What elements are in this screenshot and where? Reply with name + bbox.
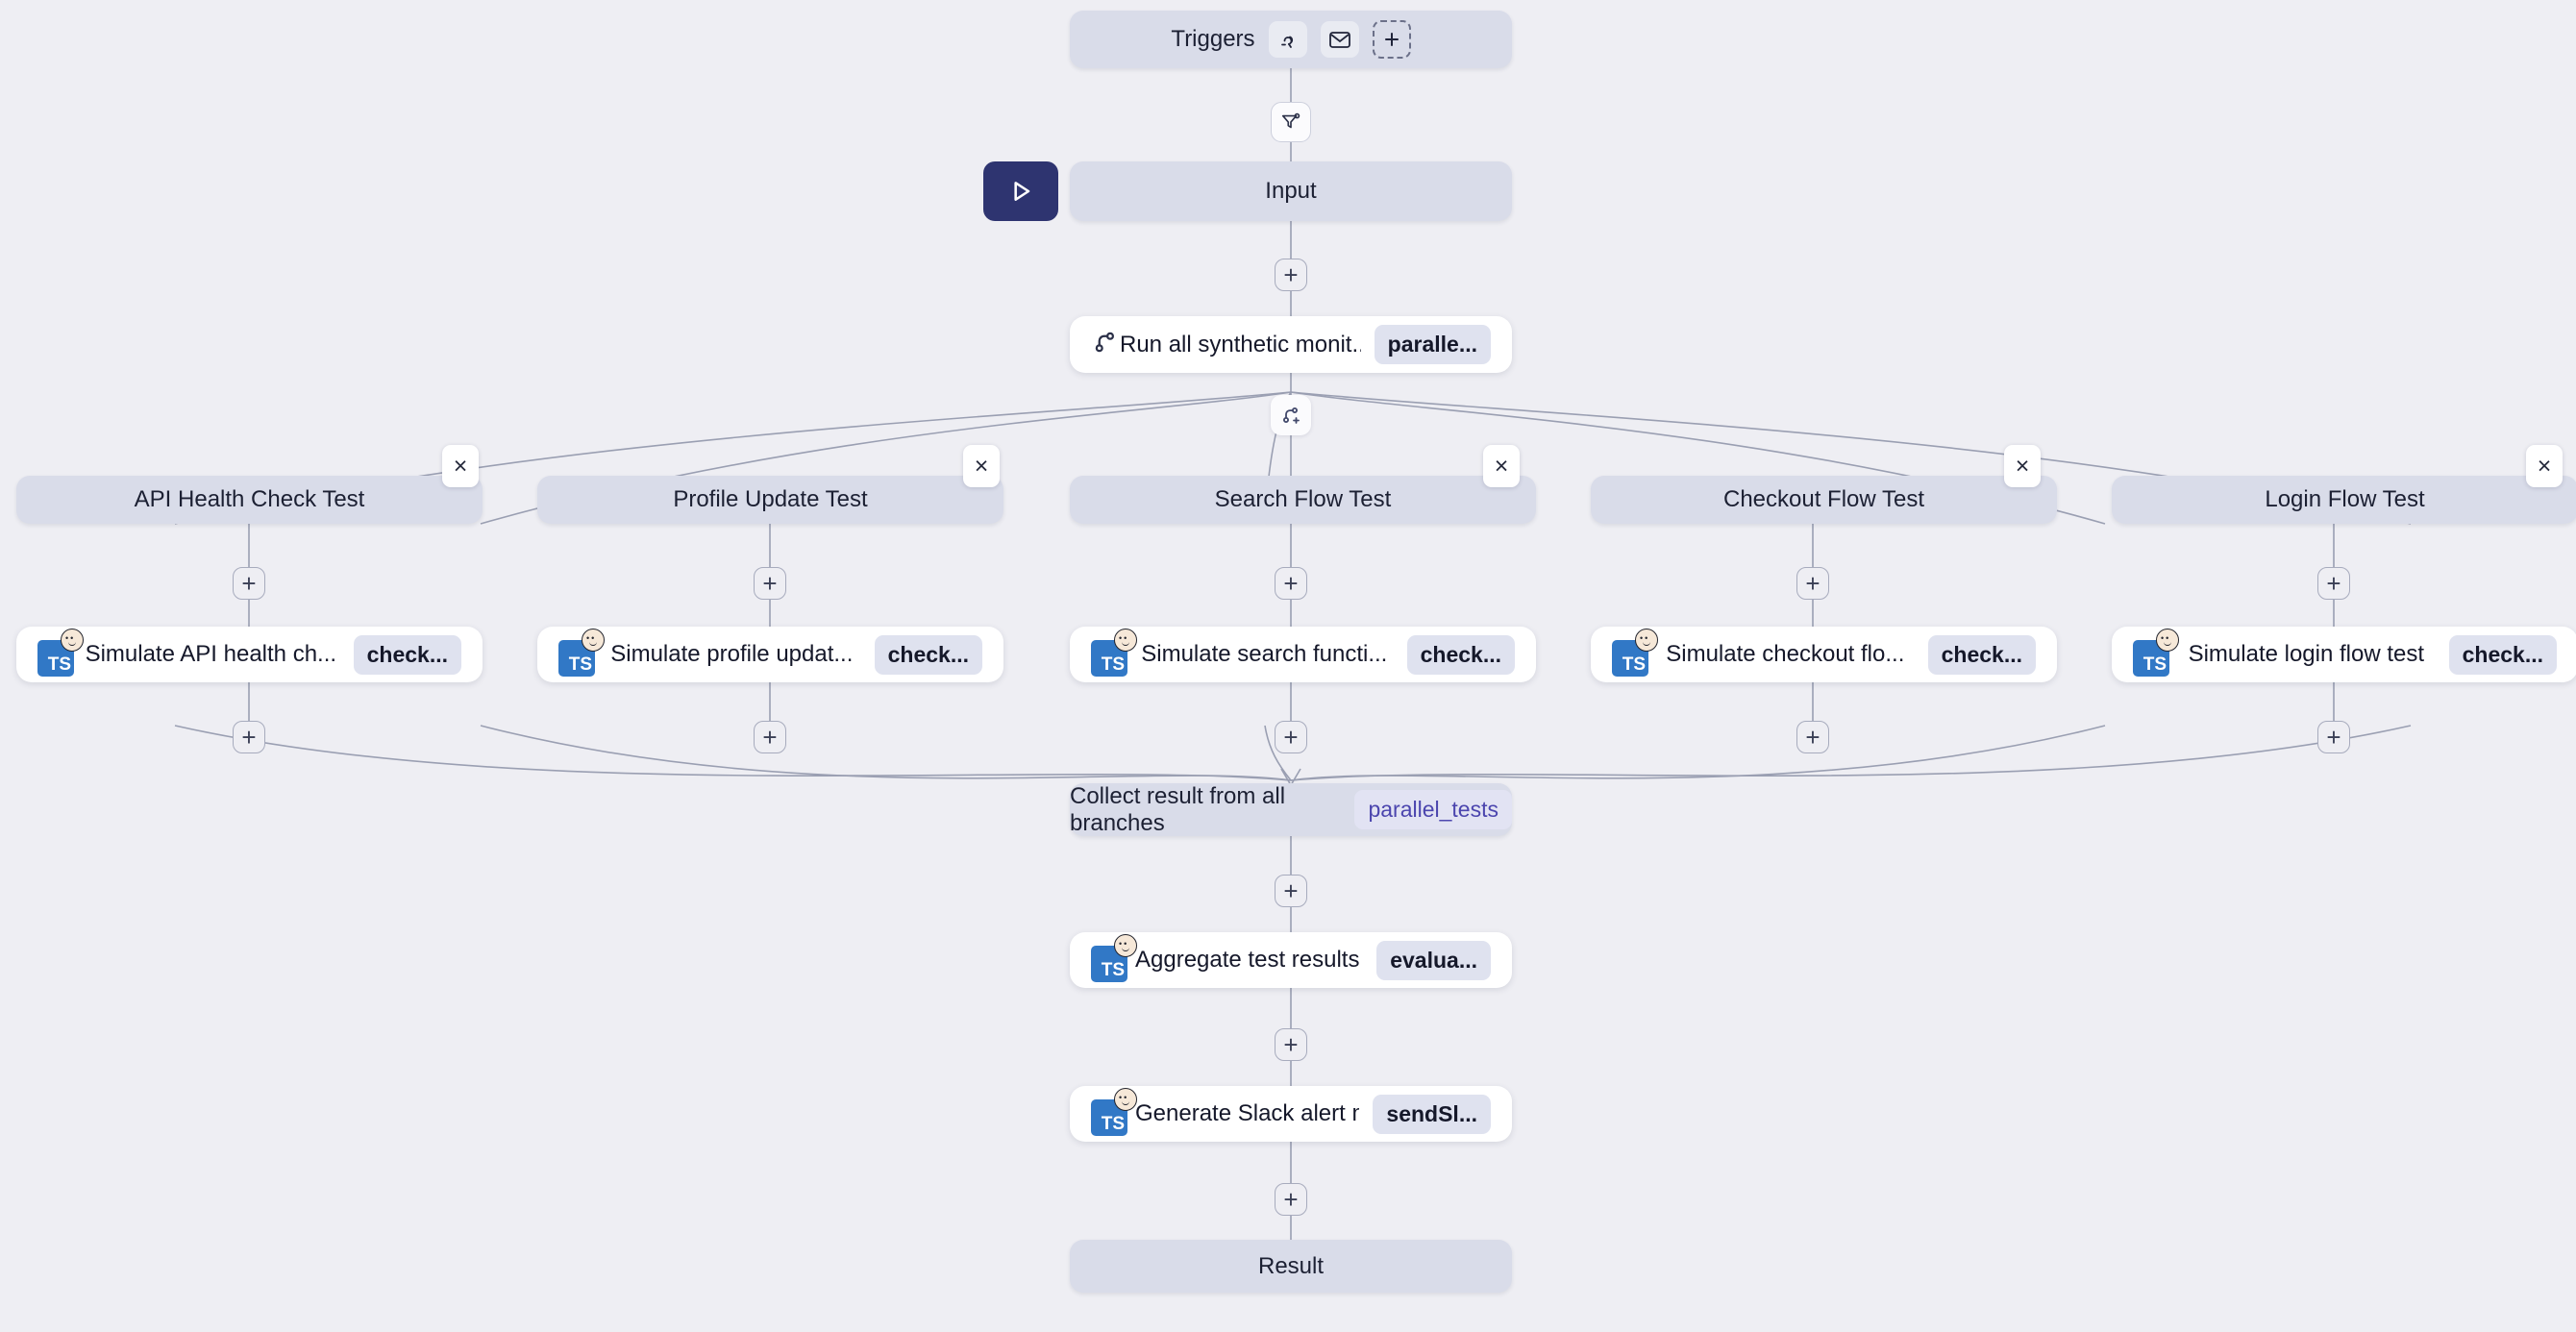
- webhook-icon[interactable]: [1268, 21, 1307, 58]
- branch-title: Search Flow Test: [1214, 486, 1392, 512]
- step-label: Simulate login flow test: [2188, 641, 2425, 667]
- branch-close-button[interactable]: ×: [442, 445, 479, 487]
- step-card-simulate-search-function[interactable]: TS Simulate search functi... check...: [1070, 627, 1536, 682]
- filter-settings-icon[interactable]: [1271, 102, 1311, 142]
- add-trigger-button[interactable]: [1372, 20, 1411, 59]
- step-label: Aggregate test results ...: [1135, 947, 1364, 973]
- step-card-simulate-checkout-flow[interactable]: TS Simulate checkout flo... check...: [1591, 627, 2057, 682]
- branch-title: Login Flow Test: [2265, 486, 2425, 512]
- input-label: Input: [1265, 178, 1317, 204]
- add-step-branch-4-bottom[interactable]: +: [1796, 721, 1829, 753]
- branch-title: API Health Check Test: [134, 486, 365, 512]
- triggers-node[interactable]: Triggers: [1070, 11, 1512, 68]
- step-label: Simulate search functi...: [1141, 641, 1388, 667]
- add-step-branch-3[interactable]: +: [1275, 567, 1307, 600]
- step-badge[interactable]: check...: [2448, 634, 2557, 675]
- collect-results-node[interactable]: Collect result from all branches paralle…: [1070, 783, 1512, 836]
- branch-close-button[interactable]: ×: [963, 445, 1000, 487]
- git-branch-icon: [1091, 328, 1120, 361]
- step-card-simulate-api-health-check[interactable]: TS Simulate API health ch... check...: [16, 627, 483, 682]
- add-step-after-aggregate[interactable]: +: [1275, 1028, 1307, 1061]
- typescript-icon: TS: [1091, 1088, 1137, 1136]
- step-badge[interactable]: evalua...: [1376, 940, 1491, 980]
- step-label: Simulate profile updat...: [610, 641, 854, 667]
- step-label: Simulate checkout flo...: [1666, 641, 1905, 667]
- typescript-icon: TS: [1091, 934, 1137, 982]
- result-node[interactable]: Result: [1070, 1240, 1512, 1293]
- parallel-branch-badge[interactable]: paralle...: [1374, 325, 1491, 364]
- branch-plus-icon[interactable]: [1271, 395, 1311, 435]
- step-card-simulate-profile-update[interactable]: TS Simulate profile updat... check...: [537, 627, 1003, 682]
- branch-header-search-flow-test[interactable]: Search Flow Test: [1070, 476, 1536, 524]
- collect-label: Collect result from all branches: [1070, 782, 1286, 836]
- step-label: Generate Slack alert m...: [1135, 1100, 1359, 1126]
- input-node[interactable]: Input: [1070, 161, 1512, 221]
- add-step-after-slack[interactable]: +: [1275, 1183, 1307, 1216]
- add-step-branch-2[interactable]: +: [754, 567, 786, 600]
- add-step-branch-5-bottom[interactable]: +: [2317, 721, 2350, 753]
- branch-close-button[interactable]: ×: [1483, 445, 1520, 487]
- add-step-branch-2-bottom[interactable]: +: [754, 721, 786, 753]
- parallel-branch-label: Run all synthetic monit...: [1120, 331, 1361, 358]
- step-badge[interactable]: sendSl...: [1373, 1094, 1491, 1134]
- run-workflow-button[interactable]: [983, 161, 1058, 221]
- typescript-icon: TS: [37, 629, 84, 677]
- branch-close-button[interactable]: ×: [2526, 445, 2563, 487]
- add-step-branch-3-bottom[interactable]: +: [1275, 721, 1307, 753]
- step-card-aggregate-test-results[interactable]: TS Aggregate test results ... evalua...: [1070, 932, 1512, 988]
- add-step-branch-4[interactable]: +: [1796, 567, 1829, 600]
- step-label: Simulate API health ch...: [85, 641, 337, 667]
- mail-icon[interactable]: [1320, 21, 1359, 58]
- step-card-generate-slack-alert[interactable]: TS Generate Slack alert m... sendSl...: [1070, 1086, 1512, 1142]
- parallel-branch-node[interactable]: Run all synthetic monit... paralle...: [1070, 316, 1512, 373]
- branch-title: Checkout Flow Test: [1723, 486, 1924, 512]
- branch-header-profile-update-test[interactable]: Profile Update Test: [537, 476, 1003, 524]
- branch-header-checkout-flow-test[interactable]: Checkout Flow Test: [1591, 476, 2057, 524]
- add-step-branch-5[interactable]: +: [2317, 567, 2350, 600]
- typescript-icon: TS: [1091, 629, 1137, 677]
- typescript-icon: TS: [1612, 629, 1658, 677]
- branch-header-login-flow-test[interactable]: Login Flow Test: [2112, 476, 2576, 524]
- branch-close-button[interactable]: ×: [2004, 445, 2041, 487]
- branch-title: Profile Update Test: [673, 486, 868, 512]
- collect-badge[interactable]: parallel_tests: [1354, 790, 1512, 829]
- add-step-after-collect[interactable]: +: [1275, 875, 1307, 907]
- step-badge[interactable]: check...: [874, 634, 982, 675]
- typescript-icon: TS: [2133, 629, 2179, 677]
- step-card-simulate-login-flow[interactable]: TS Simulate login flow test check...: [2112, 627, 2576, 682]
- step-badge[interactable]: check...: [1406, 634, 1515, 675]
- add-step-branch-1[interactable]: +: [233, 567, 265, 600]
- triggers-label: Triggers: [1171, 26, 1255, 52]
- step-badge[interactable]: check...: [1927, 634, 2036, 675]
- step-badge[interactable]: check...: [353, 634, 461, 675]
- add-step-after-input[interactable]: +: [1275, 259, 1307, 291]
- branch-header-api-health-check-test[interactable]: API Health Check Test: [16, 476, 483, 524]
- add-step-branch-1-bottom[interactable]: +: [233, 721, 265, 753]
- typescript-icon: TS: [558, 629, 605, 677]
- result-label: Result: [1257, 1252, 1325, 1279]
